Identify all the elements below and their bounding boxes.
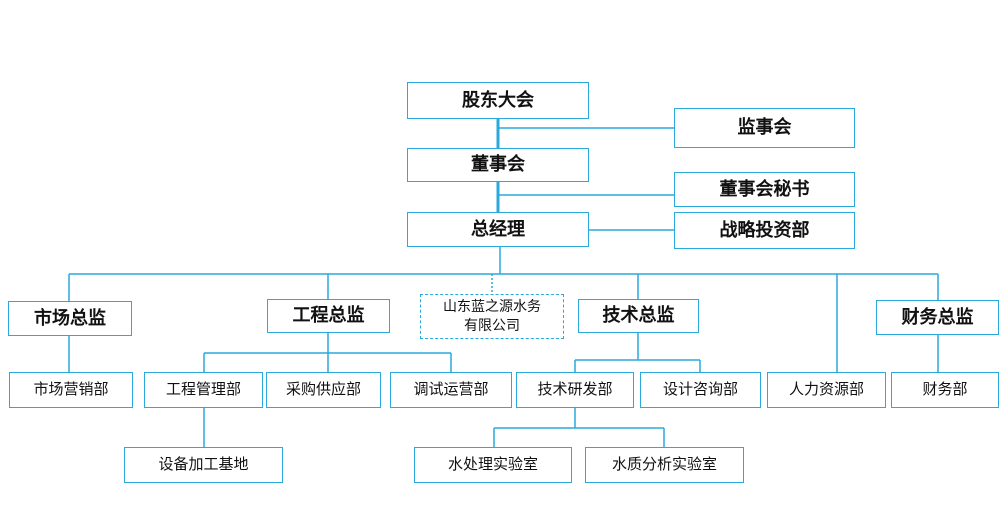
finance-dept-box: 财务部 <box>891 372 999 408</box>
engineering-management-dept-box: 工程管理部 <box>144 372 263 408</box>
subsidiary-company-box: 山东蓝之源水务 有限公司 <box>420 294 564 339</box>
human-resources-dept-box: 人力资源部 <box>767 372 886 408</box>
board-secretary-box: 董事会秘书 <box>674 172 855 207</box>
water-treatment-lab-box: 水处理实验室 <box>414 447 572 483</box>
commissioning-operations-dept-box: 调试运营部 <box>390 372 512 408</box>
design-consulting-dept-box: 设计咨询部 <box>640 372 761 408</box>
supervisory-board-box: 监事会 <box>674 108 855 148</box>
technology-director-box: 技术总监 <box>578 299 699 333</box>
marketing-director-box: 市场总监 <box>8 301 132 336</box>
shareholders-meeting-box: 股东大会 <box>407 82 589 119</box>
finance-director-box: 财务总监 <box>876 300 999 335</box>
marketing-dept-box: 市场营销部 <box>9 372 133 408</box>
engineering-director-box: 工程总监 <box>267 299 390 333</box>
strategic-investment-dept-box: 战略投资部 <box>674 212 855 249</box>
general-manager-box: 总经理 <box>407 212 589 247</box>
equipment-processing-base-box: 设备加工基地 <box>124 447 283 483</box>
water-quality-lab-box: 水质分析实验室 <box>585 447 744 483</box>
rnd-dept-box: 技术研发部 <box>516 372 634 408</box>
board-of-directors-box: 董事会 <box>407 148 589 182</box>
procurement-dept-box: 采购供应部 <box>266 372 381 408</box>
